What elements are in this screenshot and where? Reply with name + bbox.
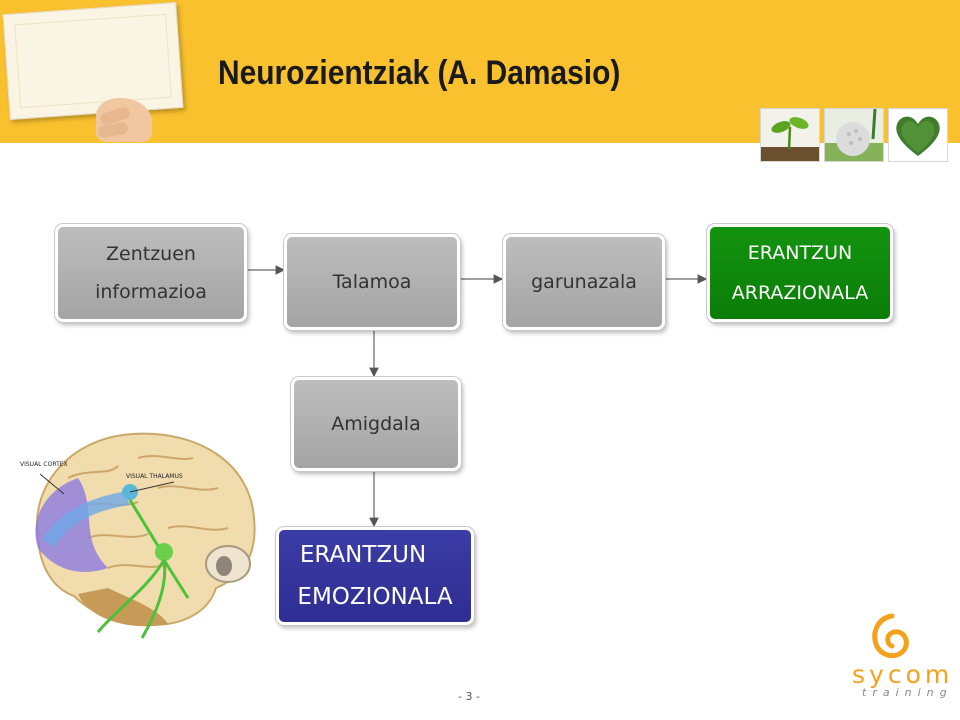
emotional-response-box: ERANTZUN EMOZIONALA	[276, 527, 474, 625]
box-label: Amigdala	[331, 413, 421, 435]
box-label: garunazala	[531, 271, 637, 293]
box-label: EMOZIONALA	[297, 584, 453, 610]
thalamus-box: Talamoa	[284, 234, 460, 330]
box-label: ERANTZUN	[299, 542, 427, 568]
visual-thalamus-label: VISUAL THALAMUS	[126, 473, 183, 480]
brain-illustration: VISUAL CORTEX VISUAL THALAMUS	[20, 432, 256, 639]
rational-response-box: ERANTZUN ARRAZIONALA	[707, 224, 893, 322]
sycom-logo: sycom training	[842, 612, 949, 702]
box-label: Zentzuen	[106, 243, 196, 265]
logo-subtitle: training	[862, 686, 953, 699]
visual-cortex-label: VISUAL CORTEX	[20, 461, 68, 468]
box-label: ERANTZUN	[747, 242, 853, 264]
slide-title: Neurozientziak (A. Damasio)	[218, 54, 621, 92]
box-label: Talamoa	[332, 271, 412, 293]
logo-wordmark: sycom	[852, 660, 954, 689]
page-number: - 3 -	[458, 690, 480, 703]
leaf-heart-icon	[888, 108, 948, 162]
cortex-box: garunazala	[503, 234, 665, 330]
box-label: informazioa	[95, 281, 207, 303]
box-label: ARRAZIONALA	[731, 282, 869, 304]
golf-ball-icon	[824, 108, 884, 162]
sprout-icon	[760, 108, 820, 162]
sensory-info-box: Zentzuen informazioa	[55, 224, 247, 322]
spiral-logo-icon	[872, 613, 909, 659]
amygdala-box: Amigdala	[291, 377, 461, 471]
